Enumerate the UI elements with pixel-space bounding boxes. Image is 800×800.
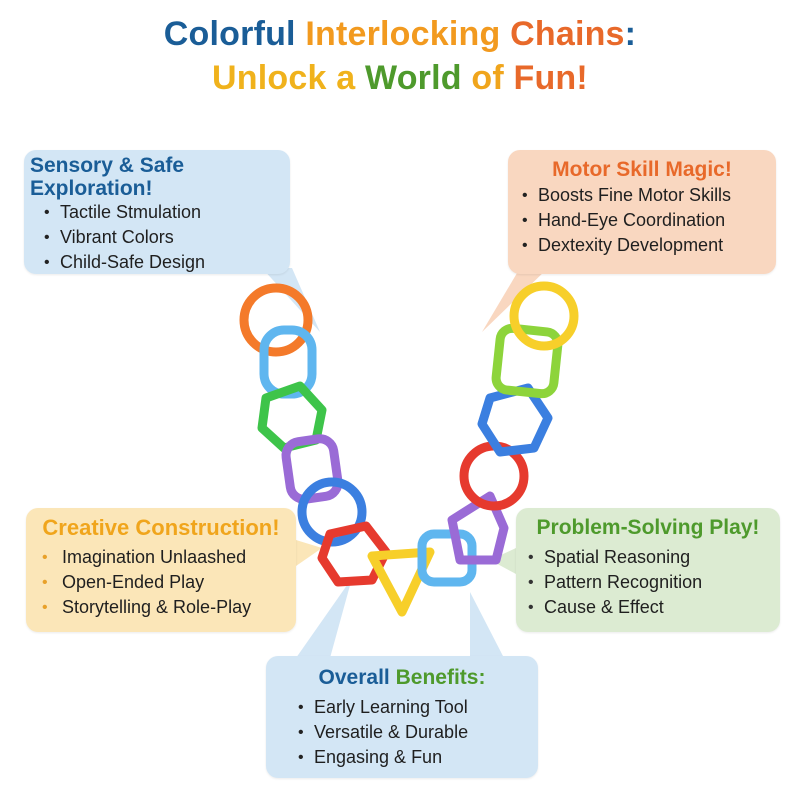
bullet-icon: • — [528, 549, 534, 566]
bullet-icon: • — [522, 237, 528, 254]
list-item-text: Boosts Fine Motor Skills — [538, 185, 732, 205]
list-item: • Imagination Unlaashed — [26, 545, 296, 570]
chain-link-yellow — [367, 547, 435, 617]
list-item: • Hand-Eye Coordination — [508, 208, 776, 233]
list-item-text: Vibrant Colors — [60, 227, 174, 247]
chain-link-yellow-right — [509, 281, 579, 351]
callout-overall-benefits: Overall Benefits: • Early Learning Tool •… — [266, 656, 538, 778]
callout-sensory-exploration: Sensory & Safe Exploration! • Tactile Stm… — [24, 150, 290, 274]
heading-part-benefits: Benefits: — [395, 666, 486, 689]
title-word: of — [471, 59, 514, 97]
chain-link-lime — [491, 323, 563, 399]
list-item-text: Child-Safe Design — [60, 252, 206, 272]
callout-heading: Problem-Solving Play! — [536, 516, 760, 539]
bullet-icon: • — [42, 599, 48, 616]
callout-tail-creative — [296, 540, 322, 566]
callout-tail-overall-left — [296, 578, 352, 658]
bullet-icon: • — [42, 549, 48, 566]
list-item: • Early Learning Tool — [266, 695, 538, 720]
callout-heading: Creative Construction! — [42, 515, 280, 540]
title-word: Chains — [510, 15, 625, 53]
callout-creative-construction: Creative Construction! • Imagination Unla… — [26, 508, 296, 632]
bullet-icon: • — [44, 254, 50, 271]
list-item-text: Early Learning Tool — [314, 697, 468, 717]
bullet-icon: • — [528, 599, 534, 616]
title-word: World — [365, 59, 472, 97]
benefit-list: • Early Learning Tool • Versatile & Durabl… — [266, 689, 538, 770]
list-item: • Versatile & Durable — [266, 720, 538, 745]
benefit-list: • Tactile Stmulation • Vibrant Colors • Chi… — [24, 200, 290, 275]
list-item: • Vibrant Colors — [24, 225, 290, 250]
list-item: • Pattern Recognition — [516, 570, 780, 595]
callout-heading: Motor Skill Magic! — [552, 158, 732, 181]
list-item-text: Pattern Recognition — [544, 572, 703, 592]
bullet-icon: • — [298, 749, 304, 766]
chain-link-orange — [239, 283, 313, 357]
list-item-text: Spatial Reasoning — [544, 547, 691, 567]
callout-heading: Sensory & Safe Exploration! — [30, 154, 185, 200]
heading-part-overall: Overall — [318, 666, 396, 689]
callout-tail-problem — [490, 548, 516, 574]
bullet-icon: • — [522, 212, 528, 229]
title-word: : — [624, 15, 637, 53]
title-word: Fun! — [513, 59, 588, 97]
title-word: Unlock a — [212, 59, 366, 97]
title-word: Colorful — [163, 15, 306, 53]
list-item-text: Versatile & Durable — [314, 722, 469, 742]
list-item: • Cause & Effect — [516, 595, 780, 620]
bullet-icon: • — [44, 204, 50, 221]
list-item-text: Imagination Unlaashed — [62, 547, 247, 567]
chain-link-light-blue — [259, 325, 317, 399]
list-item: • Tactile Stmulation — [24, 200, 290, 225]
callout-problem-solving: Problem-Solving Play! • Spatial Reasoning… — [516, 508, 780, 632]
benefit-list: •Imagination Unlaashed •Open-Ended Play … — [26, 539, 296, 620]
list-item: • Engasing & Fun — [266, 745, 538, 770]
callout-motor-skill: Motor Skill Magic! • Boosts Fine Motor Sk… — [508, 150, 776, 274]
benefit-list: • Boosts Fine Motor Skills • Hand-Eye Coor… — [508, 181, 776, 258]
bullet-icon: • — [44, 229, 50, 246]
list-item: • Boosts Fine Motor Skills — [508, 183, 776, 208]
list-item-text: Tactile Stmulation — [60, 202, 202, 222]
callout-tail-overall-right — [470, 592, 504, 658]
title-word: Interlocking — [305, 15, 511, 53]
list-item-text: Open-Ended Play — [62, 572, 205, 592]
bullet-icon: • — [522, 187, 528, 204]
list-item-text: Cause & Effect — [544, 597, 664, 617]
list-item-text: Hand-Eye Coordination — [538, 210, 726, 230]
list-item: • Spatial Reasoning — [516, 545, 780, 570]
list-item: • Child-Safe Design — [24, 250, 290, 275]
bullet-icon: • — [42, 574, 48, 591]
bullet-icon: • — [528, 574, 534, 591]
chain-link-red — [317, 521, 391, 587]
list-item-text: Engasing & Fun — [314, 747, 443, 767]
main-title-line-1: Colorful Interlocking Chains: — [0, 14, 800, 54]
callout-heading: Overall Benefits: — [266, 656, 538, 689]
bullet-icon: • — [298, 699, 304, 716]
bullet-icon: • — [298, 724, 304, 741]
main-title-line-2: Unlock a World of Fun! — [0, 58, 800, 98]
chain-link-purple — [281, 434, 343, 504]
list-item-text: Dextexity Development — [538, 235, 724, 255]
benefit-list: •Spatial Reasoning •Pattern Recognition … — [516, 539, 780, 620]
list-item: • Storytelling & Role-Play — [26, 595, 296, 620]
list-item: • Dextexity Development — [508, 233, 776, 258]
list-item-text: Storytelling & Role-Play — [62, 597, 252, 617]
list-item: • Open-Ended Play — [26, 570, 296, 595]
